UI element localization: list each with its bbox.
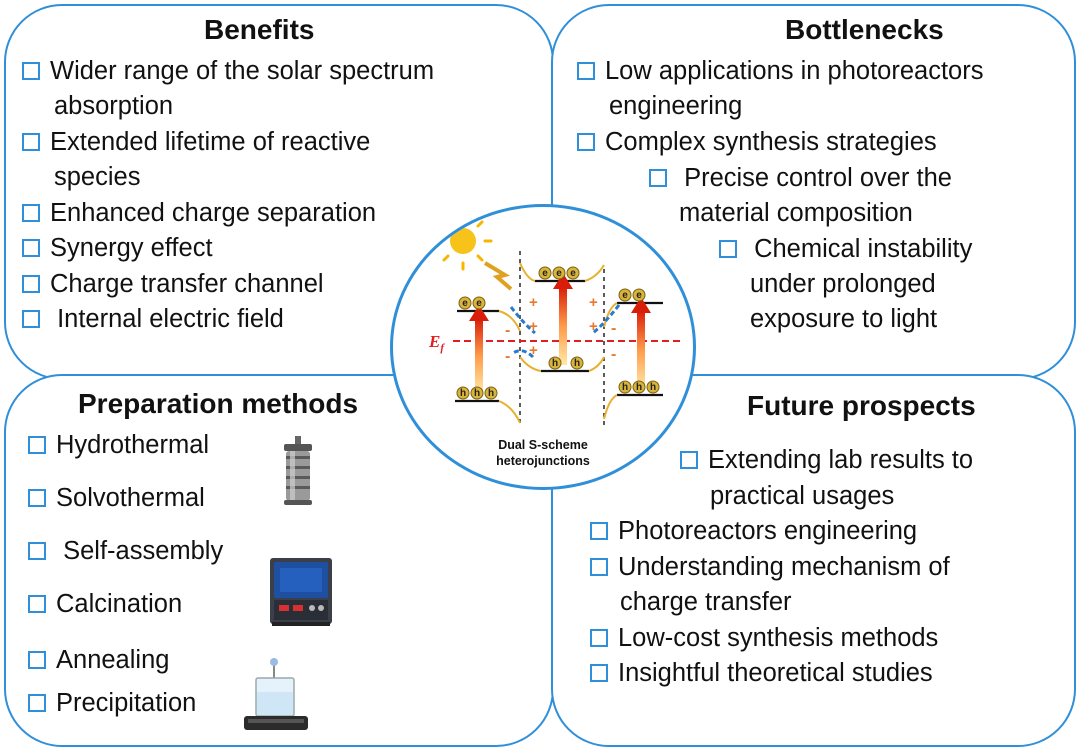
checkbox-icon [590, 558, 608, 576]
checkbox-icon [590, 522, 608, 540]
bottleneck-item-cont: exposure to light [750, 305, 938, 333]
svg-text:h: h [488, 388, 494, 399]
bottleneck-item-cont: under prolonged [750, 270, 936, 298]
checkbox-icon [22, 133, 40, 151]
band-bending [498, 262, 618, 424]
checkbox-icon [22, 310, 40, 328]
checkbox-icon [577, 133, 595, 151]
bottleneck-item-cont: engineering [609, 92, 743, 120]
checkbox-icon [719, 240, 737, 258]
future-item: Photoreactors engineering [590, 514, 917, 549]
svg-text:+: + [529, 318, 538, 335]
benefit-item: Enhanced charge separation [22, 196, 376, 231]
center-circle: Ef [390, 204, 696, 490]
svg-text:e: e [622, 290, 628, 301]
checkbox-icon [28, 542, 46, 560]
preparation-title: Preparation methods [78, 388, 359, 419]
bottlenecks-title: Bottlenecks [785, 14, 944, 45]
benefits-panel: Benefits Wider range of the solar spectr… [4, 4, 554, 380]
checkbox-icon [28, 436, 46, 454]
light-ray-icon [483, 261, 513, 291]
svg-text:+: + [529, 294, 538, 311]
benefits-title: Benefits [204, 14, 315, 45]
checkbox-icon [22, 239, 40, 257]
svg-text:+: + [589, 294, 598, 311]
autoclave-icon [284, 436, 312, 505]
magnetic-stirrer-icon [244, 658, 308, 730]
checkbox-icon [28, 489, 46, 507]
future-item-cont: practical usages [710, 482, 895, 510]
dual-s-scheme-diagram: Ef [428, 211, 681, 427]
svg-text:h: h [474, 388, 480, 399]
svg-text:h: h [650, 382, 656, 393]
preparation-item: Hydrothermal [28, 428, 209, 463]
svg-text:e: e [542, 268, 548, 279]
checkbox-icon [680, 451, 698, 469]
svg-text:h: h [552, 358, 558, 369]
future-item: Understanding mechanism of [590, 550, 950, 585]
svg-text:-: - [505, 322, 510, 339]
preparation-item: Self-assembly [28, 534, 223, 569]
svg-text:e: e [556, 268, 562, 279]
preparation-item: Solvothermal [28, 481, 205, 516]
charge-transfer-arrows [509, 304, 621, 359]
future-item: Low-cost synthesis methods [590, 621, 938, 656]
future-item: Extending lab results to [680, 443, 973, 478]
benefit-item: Charge transfer channel [22, 267, 324, 302]
svg-text:e: e [570, 268, 576, 279]
svg-text:e: e [462, 298, 468, 309]
future-item-cont: charge transfer [620, 588, 792, 616]
checkbox-icon [28, 651, 46, 669]
svg-text:h: h [460, 388, 466, 399]
preparation-item: Precipitation [28, 686, 196, 721]
svg-text:-: - [611, 320, 616, 337]
benefit-item: Wider range of the solar spectrum [22, 54, 434, 89]
fermi-label: Ef [428, 332, 445, 354]
excitation-arrows [469, 273, 651, 393]
checkbox-icon [22, 275, 40, 293]
checkbox-icon [22, 62, 40, 80]
bottleneck-item: Low applications in photoreactors [577, 54, 983, 89]
benefit-item: Extended lifetime of reactive [22, 125, 370, 160]
checkbox-icon [577, 62, 595, 80]
checkbox-icon [28, 694, 46, 712]
svg-text:e: e [476, 298, 482, 309]
preparation-item: Calcination [28, 587, 182, 622]
caption-line: Dual S-scheme [498, 438, 588, 452]
interface-lines [519, 251, 605, 427]
svg-text:+: + [529, 342, 538, 359]
benefit-item: Synergy effect [22, 231, 213, 266]
bottleneck-item: Complex synthesis strategies [577, 125, 937, 160]
bottleneck-item: Precise control over the [649, 161, 952, 196]
checkbox-icon [590, 629, 608, 647]
svg-text:+: + [589, 318, 598, 335]
sun-icon [433, 211, 493, 271]
svg-text:-: - [611, 346, 616, 363]
caption-line: heterojunctions [496, 454, 590, 468]
svg-text:h: h [574, 358, 580, 369]
checkbox-icon [22, 204, 40, 222]
furnace-icon [270, 558, 332, 626]
checkbox-icon [590, 664, 608, 682]
diagram-caption: Dual S-scheme heterojunctions [393, 437, 693, 469]
future-panel: Future prospects Extending lab results t… [551, 374, 1076, 747]
future-item: Insightful theoretical studies [590, 656, 933, 691]
bottleneck-item: Chemical instability [719, 232, 972, 267]
future-title: Future prospects [747, 390, 976, 421]
benefit-item-cont: absorption [54, 92, 174, 120]
checkbox-icon [649, 169, 667, 187]
benefit-item: Internal electric field [22, 302, 284, 337]
benefit-item-cont: species [54, 163, 141, 191]
preparation-item: Annealing [28, 643, 169, 678]
svg-text:h: h [622, 382, 628, 393]
svg-text:e: e [636, 290, 642, 301]
svg-text:h: h [636, 382, 642, 393]
bottleneck-item-cont: material composition [679, 199, 913, 227]
checkbox-icon [28, 595, 46, 613]
interface-charges: - - + + + + + - - [505, 294, 616, 365]
svg-text:-: - [505, 348, 510, 365]
